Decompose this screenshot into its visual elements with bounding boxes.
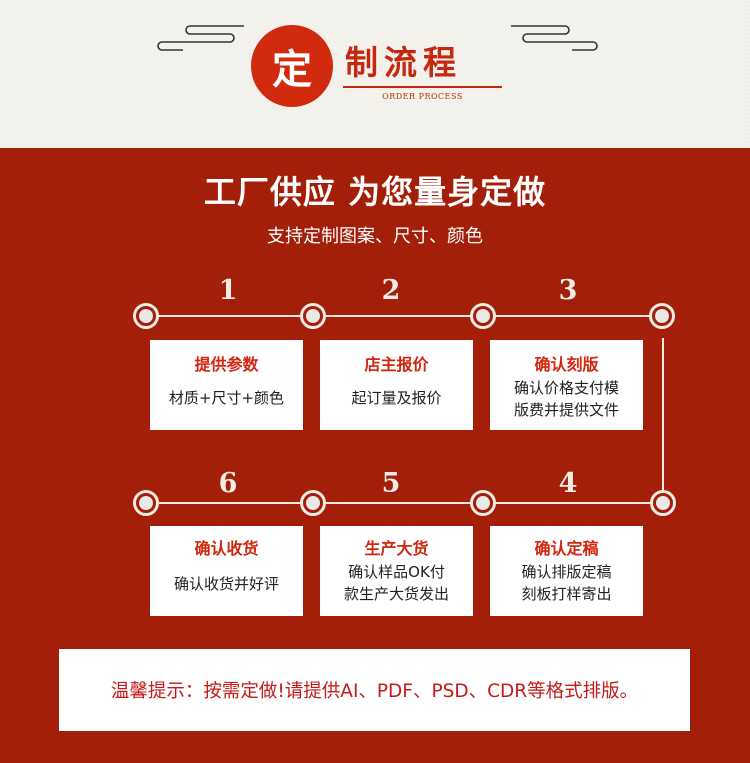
banner-headline: 工厂供应 为您量身定做 (203, 173, 547, 211)
step-desc: 刻板打样寄出 (521, 585, 612, 603)
step-desc: 确认样品OK付 (348, 563, 445, 581)
step-node (300, 490, 326, 516)
connector-line (158, 315, 651, 317)
step-number: 5 (381, 468, 401, 499)
step-title: 确认刻版 (534, 355, 599, 374)
step-card-3: 确认刻版 确认价格支付模 版费并提供文件 (490, 340, 643, 430)
step-node (650, 490, 676, 516)
banner-subline: 支持定制图案、尺寸、颜色 (267, 226, 483, 247)
step-card-5: 生产大货 确认样品OK付 款生产大货发出 (320, 526, 473, 616)
notice-text: 温馨提示：按需定做!请提供AI、PDF、PSD、CDR等格式排版。 (110, 681, 639, 702)
step-node (649, 303, 675, 329)
step-node (470, 303, 496, 329)
step-card-4: 确认定稿 确认排版定稿 刻板打样寄出 (490, 526, 643, 616)
step-card-1: 提供参数 材质+尺寸+颜色 (150, 340, 303, 430)
step-title: 提供参数 (194, 355, 259, 374)
step-card-2: 店主报价 起订量及报价 (320, 340, 473, 430)
step-title: 店主报价 (364, 355, 429, 374)
step-desc: 确认价格支付模 (513, 379, 619, 397)
step-number: 2 (381, 275, 401, 306)
step-title: 确认定稿 (534, 539, 599, 558)
connector-line (158, 502, 651, 504)
section-title: 制流程 (345, 43, 462, 82)
step-desc: 确认收货并好评 (173, 575, 279, 593)
step-desc: 起订量及报价 (351, 389, 442, 407)
section-subtitle: ORDER PROCESS (382, 92, 463, 101)
seal-badge: 定 (251, 25, 333, 107)
notice-box: 温馨提示：按需定做!请提供AI、PDF、PSD、CDR等格式排版。 (59, 649, 690, 731)
step-title: 确认收货 (194, 539, 259, 558)
connector-line-vertical (662, 338, 664, 491)
step-desc: 确认排版定稿 (521, 563, 612, 581)
step-node (133, 490, 159, 516)
step-number: 4 (558, 468, 578, 499)
step-desc: 款生产大货发出 (343, 585, 449, 603)
step-number: 3 (558, 275, 578, 306)
step-number: 1 (218, 275, 238, 306)
cloud-right-icon (511, 25, 598, 51)
step-title: 生产大货 (364, 539, 429, 558)
step-node (133, 303, 159, 329)
step-node (470, 490, 496, 516)
step-card-6: 确认收货 确认收货并好评 (150, 526, 303, 616)
step-node (300, 303, 326, 329)
step-number: 6 (218, 468, 238, 499)
header-band: 定 制流程 ORDER PROCESS (0, 0, 750, 148)
step-desc: 版费并提供文件 (513, 401, 619, 419)
cloud-left-icon (157, 25, 244, 51)
step-desc: 材质+尺寸+颜色 (168, 389, 285, 407)
title-underline (343, 86, 502, 88)
